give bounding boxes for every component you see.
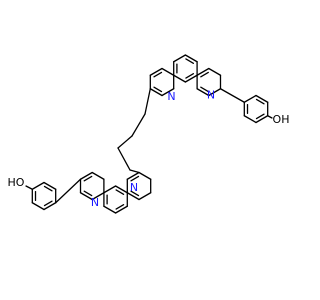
atom-labels: N N OH N N HO	[8, 89, 290, 210]
ring-bond	[173, 74, 187, 83]
ring-bond	[126, 171, 140, 180]
ring-bond	[243, 115, 257, 124]
ring-bond	[138, 192, 152, 201]
double-bond	[83, 175, 93, 182]
double-bond	[130, 190, 140, 197]
ring-bond	[114, 205, 128, 214]
oxygen-label-bottom: HO	[8, 176, 25, 189]
double-bond	[83, 190, 93, 197]
double-bond	[43, 185, 53, 192]
nitrogen-label-bottom-left: N	[91, 196, 99, 209]
chain-bond	[129, 169, 140, 174]
aryl-bond	[219, 88, 245, 103]
ring-bond	[31, 181, 45, 190]
ring-bond	[91, 192, 105, 201]
ring-bond	[196, 88, 210, 97]
ring-bond	[149, 67, 163, 76]
ring-bond	[43, 181, 57, 190]
oh-bond	[25, 185, 33, 190]
ring-bond	[114, 185, 128, 194]
nitrogen-label-bottom-right: N	[130, 181, 138, 194]
ring-bond	[79, 171, 93, 180]
ring-bond	[149, 88, 163, 97]
ring-bond	[79, 192, 93, 201]
ring-bond	[173, 54, 187, 63]
double-bond	[200, 86, 209, 93]
double-bond	[185, 73, 195, 79]
double-bond	[255, 98, 265, 105]
oxygen-label-top: OH	[273, 113, 290, 126]
double-bond	[153, 86, 163, 93]
bond-lines	[25, 54, 273, 214]
double-bond	[200, 71, 209, 78]
ring-bond	[255, 94, 269, 103]
double-bond	[185, 58, 195, 64]
double-bond	[115, 189, 125, 195]
ring-bond	[184, 74, 198, 83]
ring-bond	[126, 192, 140, 201]
ring-bond	[196, 67, 210, 76]
chain-bond	[144, 88, 151, 115]
ring-bond	[138, 171, 152, 180]
chemical-structure-diagram: N N OH N N HO	[8, 54, 290, 214]
chain-bond	[117, 135, 133, 149]
ring-bond	[91, 171, 105, 180]
double-bond	[43, 200, 53, 207]
ring-bond	[103, 185, 117, 194]
ring-bond	[161, 67, 175, 76]
double-bond	[130, 175, 140, 182]
double-bond	[153, 71, 163, 78]
chain-bond	[131, 113, 146, 137]
aryl-bond	[55, 178, 82, 204]
nitrogen-label-top-right: N	[207, 89, 215, 102]
ring-bond	[43, 202, 57, 211]
ring-bond	[161, 88, 175, 97]
ring-bond	[208, 67, 222, 76]
ring-bond	[31, 202, 45, 211]
nitrogen-label-top-left: N	[167, 90, 175, 103]
ring-bond	[103, 205, 117, 214]
double-bond	[115, 204, 125, 210]
ring-bond	[208, 88, 222, 97]
ring-bond	[255, 115, 269, 124]
chain-bond	[117, 147, 131, 171]
oh-bond	[267, 115, 273, 119]
double-bond	[255, 113, 265, 120]
ring-bond	[243, 94, 257, 103]
ring-bond	[184, 54, 198, 63]
